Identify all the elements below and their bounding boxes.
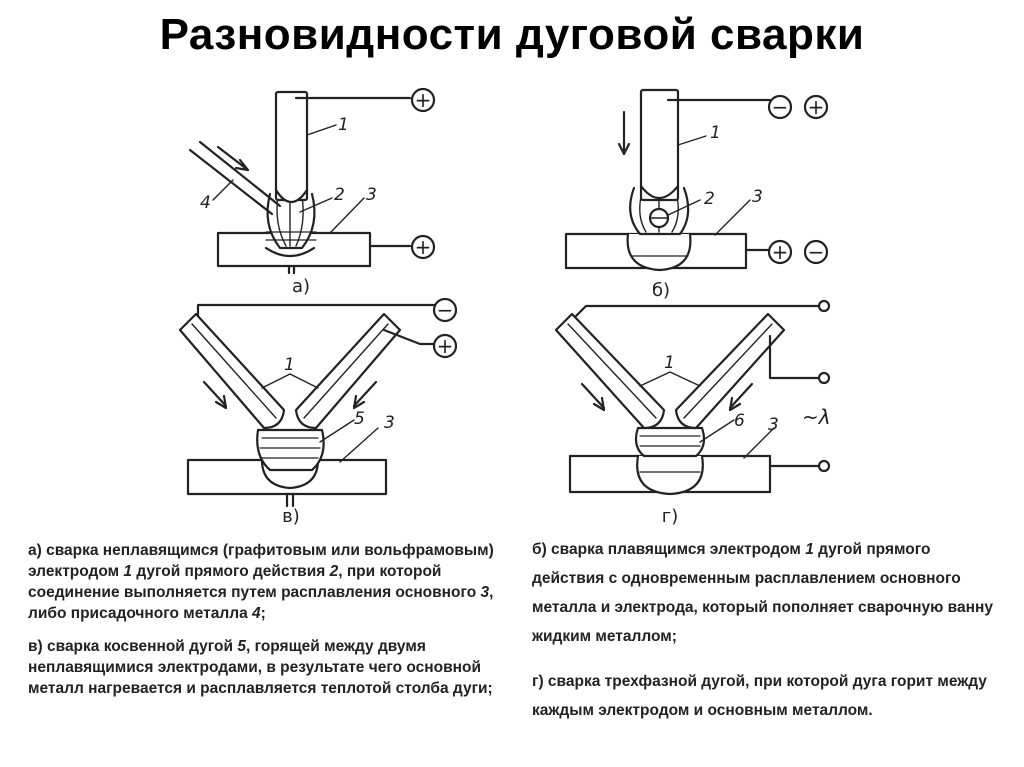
diagram-b-top-terminal-1: [767, 94, 793, 120]
diagram-b-label-electrode: 1: [710, 123, 721, 143]
diagram-g-caption: г): [662, 506, 678, 527]
diagram-v-pole-2: +: [437, 334, 454, 358]
diagram-a-label-arc: 2: [334, 185, 345, 205]
diagram-g-label-electrodes: 1: [664, 353, 675, 373]
description-v: в) сварка косвенной дугой 5, горящей меж…: [28, 638, 493, 697]
slide-title: Разновидности дуговой сварки: [159, 10, 865, 59]
diagram-g-label-arc: 6: [734, 411, 745, 431]
diagram-g-weld-pool: [636, 454, 704, 496]
diagram-a-weld-pool: [264, 246, 316, 258]
diagram-v-terminal-plus: [432, 333, 458, 359]
diagram-g-terminal-3: [817, 459, 831, 473]
diagram-v-label-electrodes: 1: [284, 355, 295, 375]
diagram-b-bottom-pole-1: +: [772, 240, 789, 264]
diagram-v-label-arc: 5: [354, 409, 365, 429]
diagram-a-label-base: 3: [366, 185, 377, 205]
left-text-column: а) сварка неплавящимся (графитовым или в…: [28, 540, 498, 711]
diagram-v-caption: в): [282, 506, 300, 527]
description-a: а) сварка неплавящимся (графитовым или в…: [28, 542, 494, 622]
diagram-v-arc: [256, 428, 325, 472]
diagram-a-top-terminal: [410, 87, 436, 113]
diagram-b-caption: б): [652, 280, 670, 301]
diagram-b-label-base: 3: [752, 187, 763, 207]
diagram-a-caption: а): [292, 276, 310, 297]
description-b: б) сварка плавящимся электродом 1 дугой …: [532, 541, 993, 645]
diagram-v-terminal-minus: [432, 297, 458, 323]
diagram-g-terminal-2: [817, 371, 831, 385]
diagram-g-left-electrode: [554, 312, 666, 430]
diagram-b-top-pole-1: −: [772, 95, 789, 119]
diagram-v-right-electrode: [294, 312, 402, 430]
diagram-g-arc: [634, 426, 706, 458]
diagram-b-label-arc: 2: [704, 189, 715, 209]
diagram-v: [178, 297, 458, 508]
diagram-a-bottom-terminal: [410, 234, 436, 260]
diagram-b: [564, 88, 829, 272]
diagram-a-top-pole: +: [415, 88, 432, 112]
diagram-g-supply-label: ~λ: [802, 405, 831, 429]
diagram-a-bottom-pole: +: [415, 235, 432, 259]
diagram-g-right-electrode: [674, 312, 786, 430]
diagram-a-electrode: [274, 90, 309, 202]
diagram-b-electrode: [639, 88, 680, 202]
diagram-g-label-base: 3: [768, 415, 779, 435]
diagram-a: [188, 87, 436, 275]
diagram-a-label-filler: 4: [200, 193, 211, 213]
diagram-v-pole-1: −: [437, 298, 454, 322]
diagram-v-label-base: 3: [384, 413, 395, 433]
diagram-b-top-terminal-2: [803, 94, 829, 120]
diagram-b-top-pole-2: +: [808, 95, 825, 119]
description-g: г) сварка трехфазной дугой, при которой …: [532, 673, 987, 719]
diagram-b-weld-pool: [626, 232, 692, 272]
diagram-g-terminal-1: [817, 299, 831, 313]
diagram-v-left-electrode: [178, 312, 286, 430]
diagram-a-label-electrode: 1: [338, 115, 349, 135]
right-text-column: б) сварка плавящимся электродом 1 дугой …: [532, 535, 1002, 741]
diagram-g: [554, 299, 831, 496]
diagram-b-bottom-terminal-1: [767, 239, 793, 265]
diagram-b-bottom-terminal-2: [803, 239, 829, 265]
diagram-b-bottom-pole-2: −: [808, 240, 825, 264]
